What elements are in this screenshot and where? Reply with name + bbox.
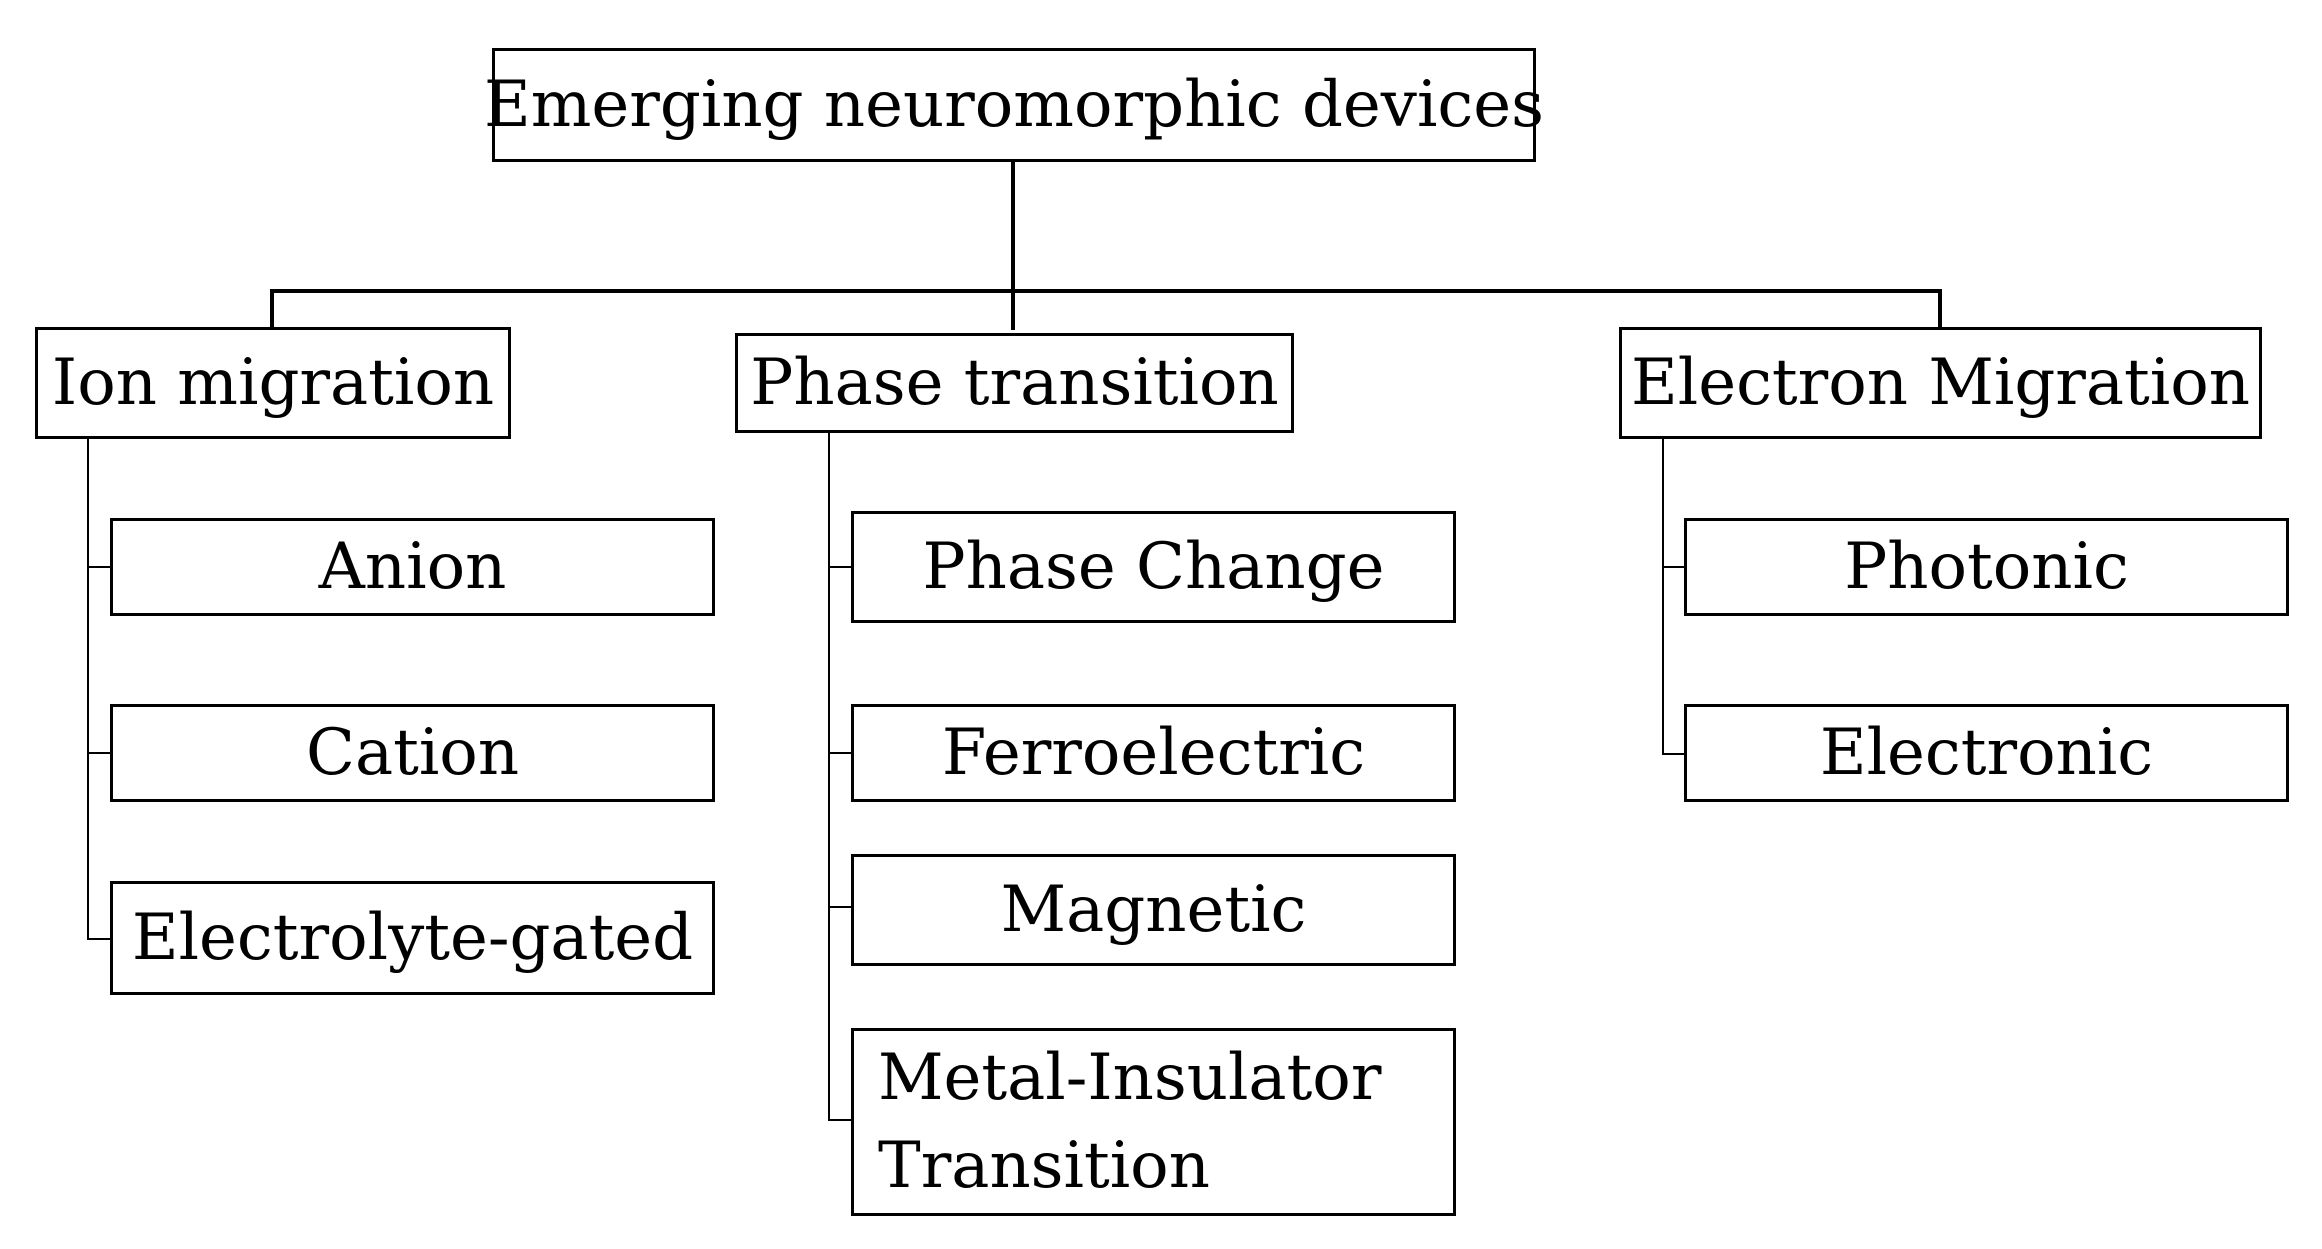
electrolyte-gated-branch-connector xyxy=(87,938,111,940)
electronic-branch-connector xyxy=(1662,753,1686,755)
electron-migration-spine-connector xyxy=(1662,437,1664,755)
leaf-anion: Anion xyxy=(110,518,715,616)
phase-change-branch-connector xyxy=(828,566,852,568)
leaf-magnetic: Magnetic xyxy=(851,854,1456,966)
ferroelectric-branch-connector xyxy=(828,752,852,754)
leaf-metal-insulator-line-2: Transition xyxy=(878,1129,1210,1203)
leaf-phase-change: Phase Change xyxy=(851,511,1456,623)
category-ion-migration: Ion migration xyxy=(35,327,511,439)
leaf-cation: Cation xyxy=(110,704,715,802)
category-electron-migration: Electron Migration xyxy=(1619,327,2262,439)
cation-branch-connector xyxy=(87,752,111,754)
leaf-ferroelectric: Ferroelectric xyxy=(851,704,1456,802)
category-phase-transition: Phase transition xyxy=(735,333,1294,433)
ion-migration-drop-connector xyxy=(270,289,274,329)
category-bus-connector xyxy=(270,289,1942,293)
photonic-branch-connector xyxy=(1662,566,1686,568)
leaf-metal-insulator-transition: Metal-Insulator Transition xyxy=(851,1028,1456,1216)
leaf-metal-insulator-line-1: Metal-Insulator xyxy=(878,1040,1382,1115)
phase-transition-spine-connector xyxy=(828,431,830,1121)
root-stem-connector xyxy=(1011,160,1015,330)
electron-migration-drop-connector xyxy=(1938,289,1942,329)
anion-branch-connector xyxy=(87,566,111,568)
leaf-electronic: Electronic xyxy=(1684,704,2289,802)
magnetic-branch-connector xyxy=(828,906,852,908)
metal-insulator-branch-connector xyxy=(828,1119,852,1121)
leaf-photonic: Photonic xyxy=(1684,518,2289,616)
root-node: Emerging neuromorphic devices xyxy=(484,48,1544,162)
ion-migration-spine-connector xyxy=(87,437,89,940)
leaf-electrolyte-gated: Electrolyte-gated xyxy=(110,881,715,995)
